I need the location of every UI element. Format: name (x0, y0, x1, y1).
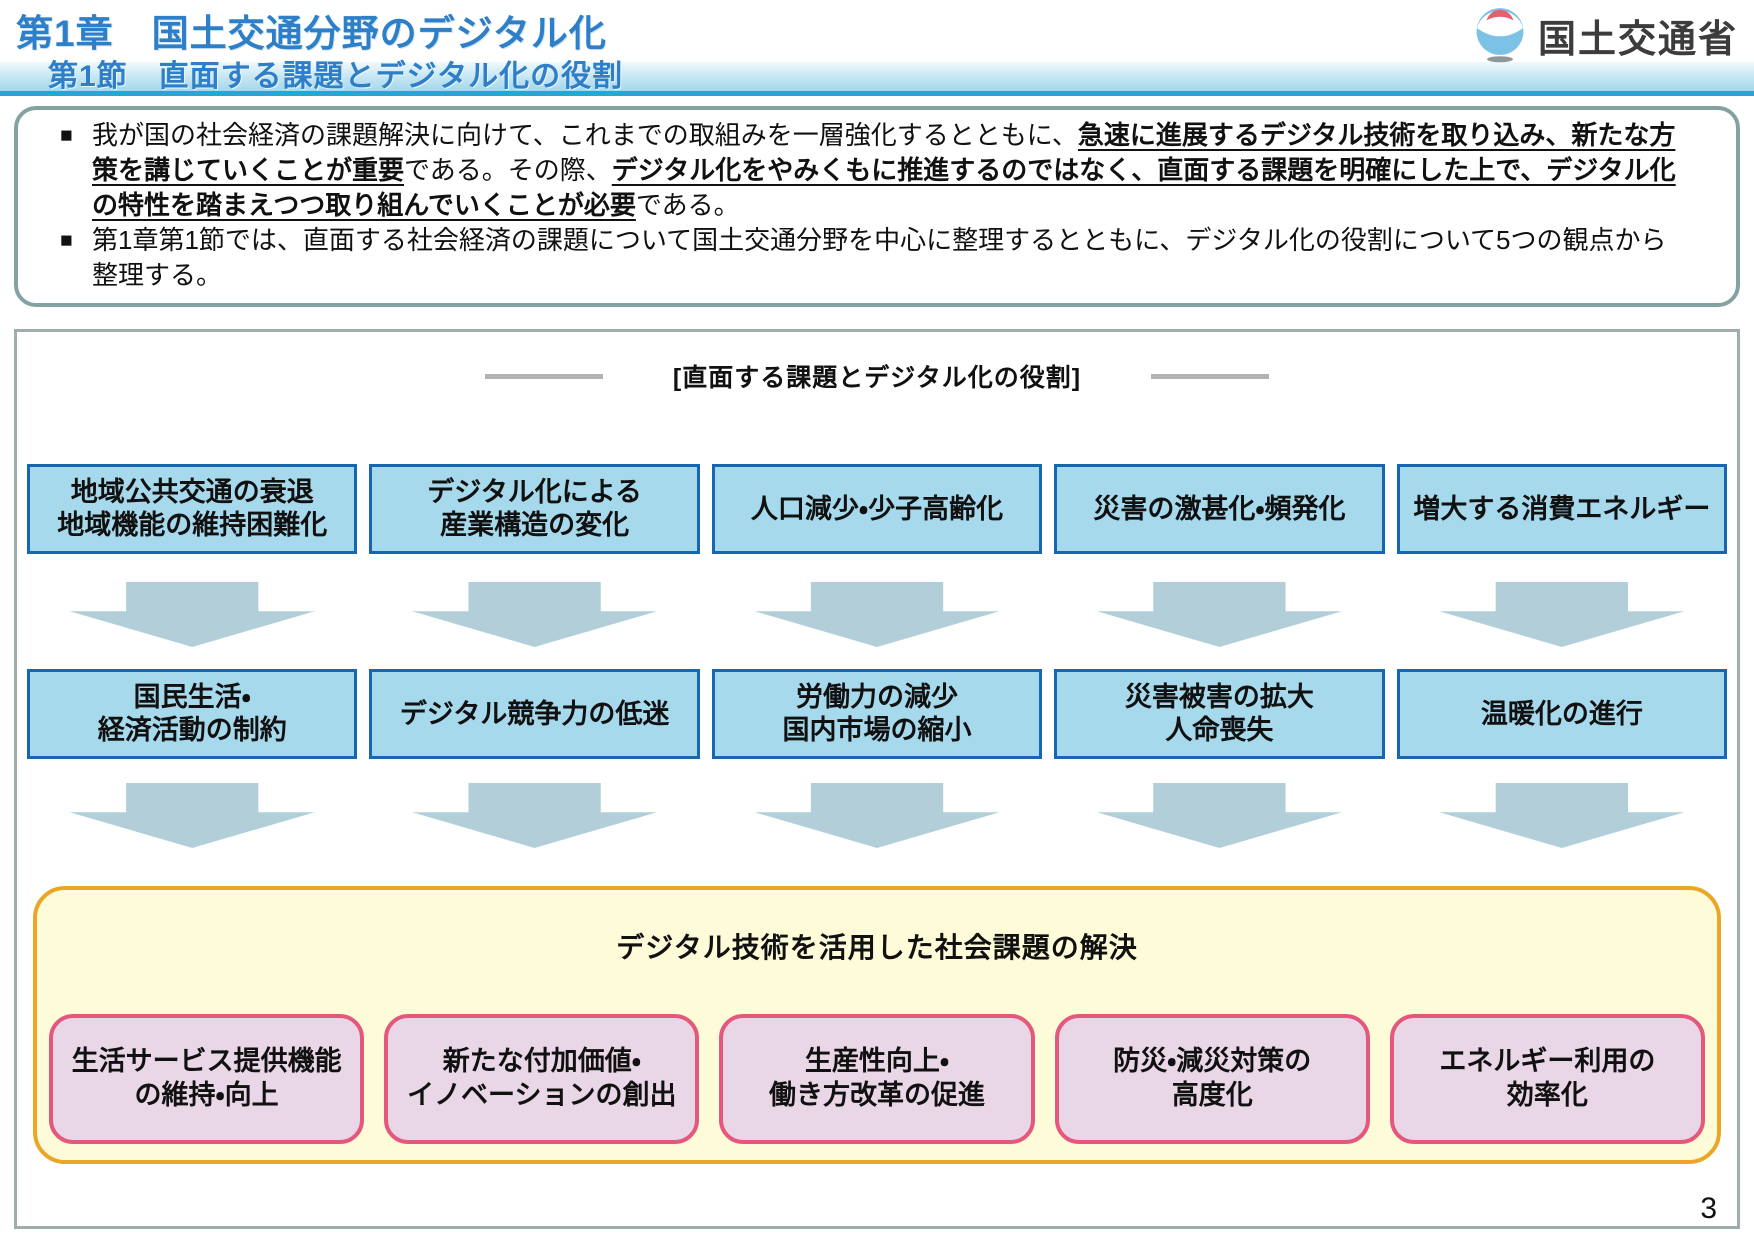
impact-box-5: 温暖化の進行 (1396, 669, 1728, 759)
impact-box-2: デジタル競争力の低迷 (369, 669, 700, 759)
summary-bullet-2: ■ 第1章第1節では、直面する社会経済の課題について国土交通分野を中心に整理する… (34, 223, 1682, 293)
challenge-box-3: 人口減少・少子高齢化 (711, 464, 1043, 554)
solution-title: デジタル技術を活用した社会課題の解決 (616, 932, 1138, 963)
down-arrow-icon (754, 582, 1000, 647)
down-arrow-icon (69, 783, 315, 848)
summary-bullet-1-text: 我が国の社会経済の課題解決に向けて、これまでの取組みを一層強化するとともに、急速… (92, 120, 1676, 220)
challenge-box-5: 増大する消費エネルギー (1396, 464, 1728, 554)
solution-item-4: 防災・減災対策の 高度化 (1054, 1014, 1370, 1144)
solution-item-row: 生活サービス提供機能 の維持・向上 新たな付加価値・ イノベーションの創出 生産… (37, 1014, 1717, 1144)
challenge-box-1: 地域公共交通の衰退 地域機能の維持困難化 (27, 464, 358, 554)
mlit-logo: 国土交通省 (1474, 6, 1738, 64)
diagram-panel: [直面する課題とデジタル化の役割] 地域公共交通の衰退 地域機能の維持困難化 デ… (14, 329, 1740, 1229)
bullet-marker: ■ (60, 229, 73, 252)
down-arrow-icon (1439, 783, 1685, 848)
bullet-marker: ■ (60, 124, 73, 147)
impact-box-1: 国民生活・ 経済活動の制約 (27, 669, 358, 759)
down-arrow-icon (1096, 783, 1342, 848)
arrow-row-1 (17, 582, 1737, 647)
impact-row: 国民生活・ 経済活動の制約 デジタル競争力の低迷 労働力の減少 国内市場の縮小 … (17, 669, 1737, 759)
page-number: 3 (1700, 1192, 1717, 1225)
challenge-row: 地域公共交通の衰退 地域機能の維持困難化 デジタル化による 産業構造の変化 人口… (17, 464, 1737, 554)
solution-item-2: 新たな付加価値・ イノベーションの創出 (384, 1014, 700, 1144)
agency-name: 国土交通省 (1537, 18, 1738, 61)
impact-box-4: 災害被害の拡大 人命喪失 (1054, 669, 1385, 759)
solution-item-5: エネルギー利用の 効率化 (1389, 1014, 1706, 1144)
down-arrow-icon (754, 783, 1000, 848)
summary-bullet-1: ■ 我が国の社会経済の課題解決に向けて、これまでの取組みを一層強化するとともに、… (34, 118, 1682, 223)
header: 第1章 国土交通分野のデジタル化 国土交通省 (0, 0, 1754, 63)
impact-box-3: 労働力の減少 国内市場の縮小 (711, 669, 1043, 759)
arrow-row-2 (17, 783, 1737, 848)
challenge-box-4: 災害の激甚化・頻発化 (1054, 464, 1385, 554)
solution-item-3: 生産性向上・ 働き方改革の促進 (719, 1014, 1035, 1144)
solution-box: デジタル技術を活用した社会課題の解決 生活サービス提供機能 の維持・向上 新たな… (33, 886, 1721, 1164)
summary-bullet-2-text: 第1章第1節では、直面する社会経済の課題について国土交通分野を中心に整理するとと… (92, 225, 1667, 290)
challenge-box-2: デジタル化による 産業構造の変化 (369, 464, 700, 554)
chapter-title: 第1章 国土交通分野のデジタル化 (16, 13, 607, 54)
solution-item-1: 生活サービス提供機能 の維持・向上 (49, 1014, 365, 1144)
down-arrow-icon (1096, 582, 1342, 647)
section-title: 第1節 直面する課題とデジタル化の役割 (48, 59, 624, 93)
title-rule-left (484, 373, 603, 379)
down-arrow-icon (412, 582, 658, 647)
title-rule-right (1151, 373, 1270, 379)
down-arrow-icon (1439, 582, 1685, 647)
summary-box: ■ 我が国の社会経済の課題解決に向けて、これまでの取組みを一層強化するとともに、… (14, 106, 1740, 307)
down-arrow-icon (69, 582, 315, 647)
mlit-logo-icon (1474, 6, 1526, 64)
diagram-title-row: [直面する課題とデジタル化の役割] (17, 332, 1737, 394)
down-arrow-icon (412, 783, 658, 848)
diagram-title: [直面する課題とデジタル化の役割] (672, 364, 1082, 392)
section-bar: 第1節 直面する課題とデジタル化の役割 (0, 59, 1754, 96)
